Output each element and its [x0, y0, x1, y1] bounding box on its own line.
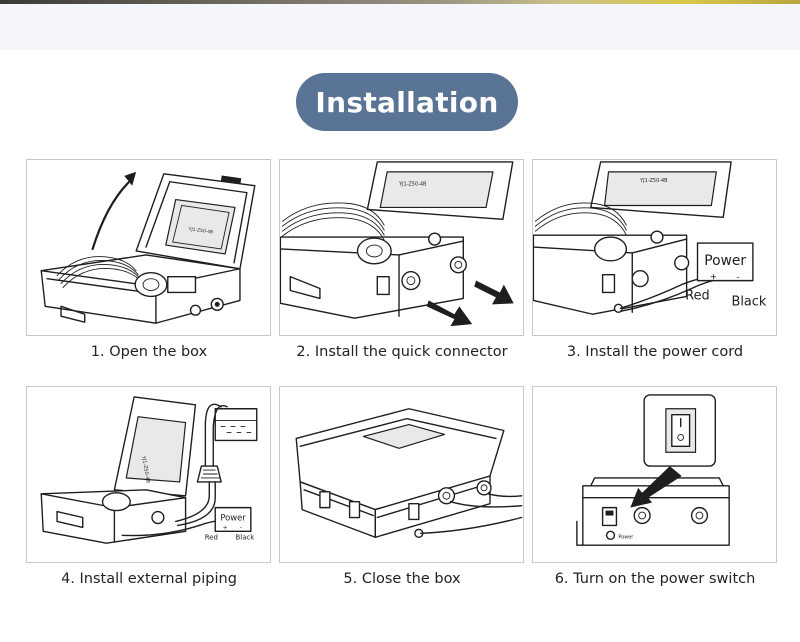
closed-case-illustration [280, 387, 523, 562]
step-5-panel [279, 386, 524, 563]
power-label: Power [704, 253, 746, 269]
top-photo-strip [0, 0, 800, 4]
step-4-panel: YJ1-Z50-4B Power + - Red [26, 386, 271, 563]
step-1-panel: YJ1-Z50-4B [26, 159, 271, 336]
power-label-case: Power [618, 534, 634, 540]
minus-label: - [736, 273, 739, 283]
step-5-caption: 5. Close the box [271, 571, 533, 587]
quick-connector-illustration: YJ1-Z50-4B [280, 160, 523, 335]
power-switch-illustration: Power [533, 387, 776, 562]
piping-illustration: YJ1-Z50-4B Power + - Red [27, 387, 270, 562]
plus-label-small: + [223, 524, 228, 531]
installation-title: Installation [296, 73, 518, 131]
step-3-panel: YJ1-Z50-4B Power + - Red Black [532, 159, 777, 336]
red-wire-label: Red [685, 288, 709, 303]
red-wire-label-small: Red [205, 533, 218, 541]
black-wire-label: Black [732, 294, 767, 309]
step-6-caption: 6. Turn on the power switch [524, 571, 786, 587]
plus-label: + [710, 273, 717, 283]
step-6-panel: Power [532, 386, 777, 563]
svg-text:YJ1-Z50-4B: YJ1-Z50-4B [398, 182, 427, 188]
step-2-panel: YJ1-Z50-4B [279, 159, 524, 336]
black-wire-label-small: Black [236, 533, 255, 541]
step-2-caption: 2. Install the quick connector [271, 344, 533, 360]
open-case-illustration: YJ1-Z50-4B [27, 160, 270, 335]
power-label-small: Power [220, 512, 246, 522]
step-3-caption: 3. Install the power cord [524, 344, 786, 360]
power-cord-illustration: YJ1-Z50-4B Power + - Red Black [533, 160, 776, 335]
minus-label-small: - [240, 524, 242, 531]
step-4-caption: 4. Install external piping [18, 571, 280, 587]
step-1-caption: 1. Open the box [18, 344, 280, 360]
top-banner [0, 0, 800, 50]
svg-text:YJ1-Z50-4B: YJ1-Z50-4B [639, 178, 668, 184]
